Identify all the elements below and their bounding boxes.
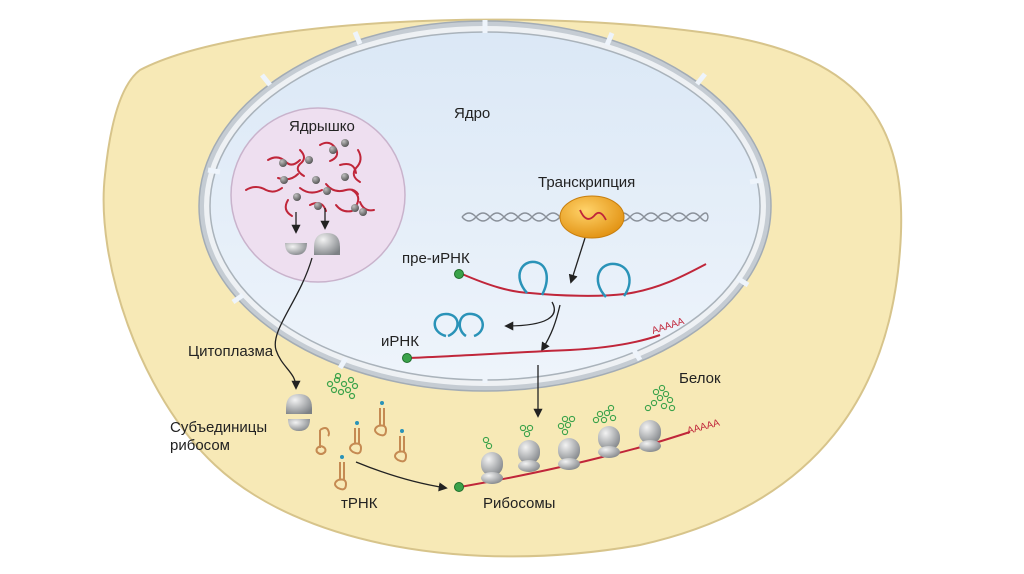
cytoplasm-label: Цитоплазма [188, 343, 274, 360]
arrow-icon [274, 257, 313, 390]
cap-icon [402, 353, 412, 363]
trna-icon [374, 401, 388, 437]
pre-mrna-label: пре-иРНК [402, 250, 470, 267]
trna-icon [394, 429, 408, 463]
polysome [481, 384, 676, 484]
trna-label: тРНК [341, 495, 378, 512]
transcription-label: Транскрипция [538, 174, 635, 191]
nucleolus [230, 107, 406, 283]
ribosome-icon [314, 233, 340, 255]
nucleolus-label: Ядрышко [289, 118, 355, 135]
nascent-protein [482, 384, 676, 450]
protein-label: Белок [679, 370, 721, 387]
nucleus-label: Ядро [454, 105, 490, 122]
cap-icon [454, 269, 464, 279]
subunits-label-line1: Субъединицы [170, 419, 267, 436]
ribosome-icon [288, 419, 310, 431]
trna-icon [349, 421, 363, 455]
cap-icon [454, 482, 464, 492]
nuclear-pores [207, 20, 763, 383]
nucleolus-proteins [279, 139, 367, 216]
excised-intron [433, 312, 484, 338]
ribosome-icon [285, 243, 307, 255]
trna-icon [315, 427, 330, 455]
pre-mrna [461, 263, 707, 297]
trna-icon [334, 455, 348, 491]
ribosome-icon [286, 394, 312, 414]
mrna-nucleus [407, 334, 661, 359]
ribosome-icon [481, 420, 661, 484]
mrna-label: иРНК [381, 333, 419, 350]
intron-loop [518, 260, 548, 296]
arrow-icon [504, 301, 555, 331]
arrow-icon [355, 461, 448, 492]
subunits-label-line2: рибосом [170, 437, 230, 454]
arrow-icon [541, 304, 561, 352]
ribosomes-label: Рибосомы [483, 495, 555, 512]
amino-acids [326, 372, 359, 400]
intron-loop [596, 262, 631, 298]
arrow-icon [568, 237, 586, 284]
